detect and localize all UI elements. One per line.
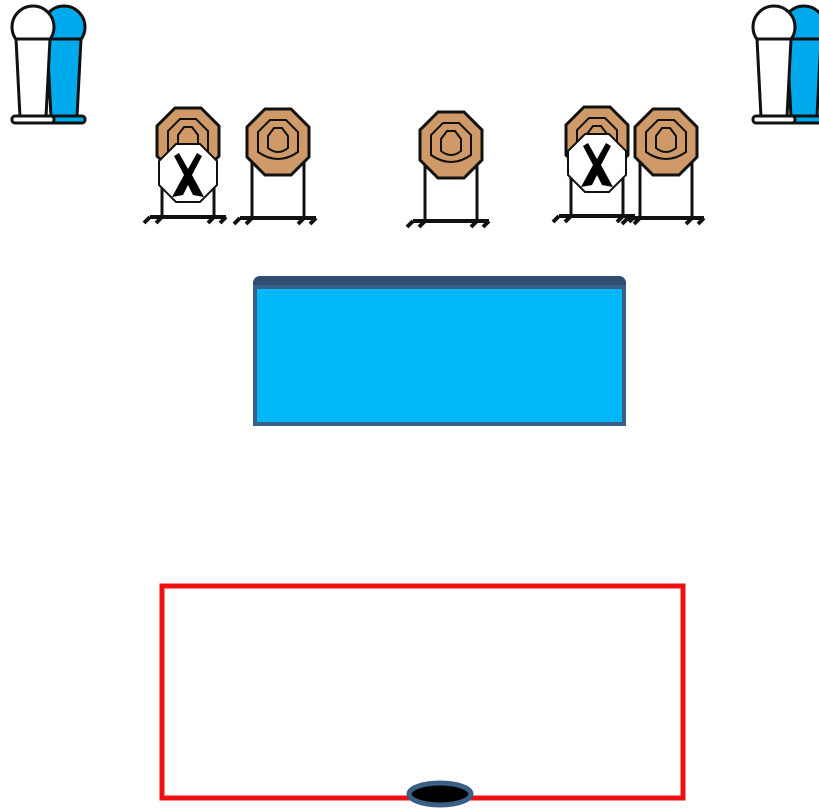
no-shoot-target-4 [568, 134, 626, 192]
barrier-wall [253, 276, 626, 424]
start-position-marker [409, 783, 471, 805]
paper-target-5 [622, 109, 704, 224]
no-shoot-target-1 [159, 144, 217, 202]
popper-pair-left [12, 6, 85, 123]
popper-white-right [753, 6, 795, 123]
paper-target-2 [234, 109, 316, 224]
shooting-area-box [162, 586, 683, 798]
popper-white-left [12, 6, 54, 123]
paper-target-3 [407, 112, 489, 227]
popper-pair-right [753, 6, 819, 123]
